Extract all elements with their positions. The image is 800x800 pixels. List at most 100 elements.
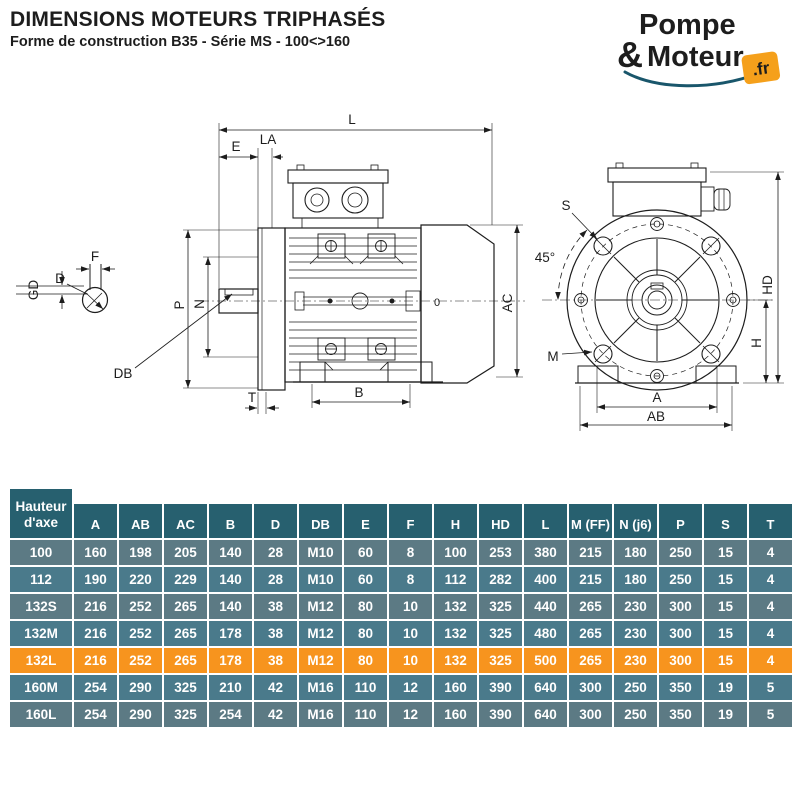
- cell: 80: [344, 594, 387, 619]
- cell: 250: [614, 702, 657, 727]
- cell: 140: [209, 567, 252, 592]
- column-header: P: [659, 489, 702, 538]
- cell: 300: [659, 594, 702, 619]
- front-view: [542, 162, 784, 431]
- cell: 265: [569, 648, 612, 673]
- cell: 254: [74, 702, 117, 727]
- cell: 250: [659, 567, 702, 592]
- cell: 42: [254, 702, 297, 727]
- cell: 216: [74, 621, 117, 646]
- dim-label-m: M: [547, 349, 558, 364]
- column-header-axe: Hauteur d'axe: [10, 489, 72, 538]
- brand-logo[interactable]: Pompe & Moteur .fr: [595, 4, 795, 92]
- cell: 38: [254, 621, 297, 646]
- cell: 15: [704, 648, 747, 673]
- dim-label-e: E: [231, 139, 240, 154]
- side-view: [134, 123, 525, 414]
- cell: 300: [569, 675, 612, 700]
- cell: 42: [254, 675, 297, 700]
- logo-fr-badge: .fr: [741, 51, 781, 85]
- dim-label-h: H: [749, 338, 764, 348]
- cell: 178: [209, 648, 252, 673]
- column-header: DB: [299, 489, 342, 538]
- cell: 350: [659, 675, 702, 700]
- cell: 80: [344, 648, 387, 673]
- cell: 380: [524, 540, 567, 565]
- page-title: DIMENSIONS MOTEURS TRIPHASÉS: [10, 8, 386, 31]
- cell: 253: [479, 540, 522, 565]
- cell: 60: [344, 540, 387, 565]
- cell: 12: [389, 675, 432, 700]
- dim-label-ac: AC: [500, 293, 515, 312]
- cell: 265: [569, 594, 612, 619]
- row-label: 100: [10, 540, 72, 565]
- cell: 160: [74, 540, 117, 565]
- cell: 8: [389, 567, 432, 592]
- cell: 250: [659, 540, 702, 565]
- cell: M12: [299, 621, 342, 646]
- column-header: B: [209, 489, 252, 538]
- row-label: 132M: [10, 621, 72, 646]
- dim-label-45deg: 45°: [535, 250, 555, 265]
- cell: 220: [119, 567, 162, 592]
- page-subtitle: Forme de construction B35 - Série MS - 1…: [10, 34, 351, 50]
- cell: 265: [164, 621, 207, 646]
- cell: 440: [524, 594, 567, 619]
- cell: 15: [704, 621, 747, 646]
- cell: 325: [164, 702, 207, 727]
- column-header: T: [749, 489, 792, 538]
- cell: 325: [479, 594, 522, 619]
- cell: 325: [479, 648, 522, 673]
- cell: 4: [749, 621, 792, 646]
- cell: 10: [389, 621, 432, 646]
- column-header: M (FF): [569, 489, 612, 538]
- cell: 132: [434, 594, 477, 619]
- cell: M16: [299, 675, 342, 700]
- cell: 12: [389, 702, 432, 727]
- row-label: 132L: [10, 648, 72, 673]
- column-header: HD: [479, 489, 522, 538]
- cell: 210: [209, 675, 252, 700]
- cell: 350: [659, 702, 702, 727]
- cell: 390: [479, 702, 522, 727]
- logo-word-moteur: Moteur: [647, 41, 744, 73]
- cell: 140: [209, 540, 252, 565]
- cell: 15: [704, 540, 747, 565]
- cell: 8: [389, 540, 432, 565]
- cell: 325: [479, 621, 522, 646]
- cell: 254: [209, 702, 252, 727]
- cell: 300: [659, 648, 702, 673]
- cell: M10: [299, 540, 342, 565]
- cell: 4: [749, 567, 792, 592]
- cell: 230: [614, 594, 657, 619]
- row-label: 112: [10, 567, 72, 592]
- row-label: 160L: [10, 702, 72, 727]
- cell: 198: [119, 540, 162, 565]
- cell: 290: [119, 702, 162, 727]
- cell: 229: [164, 567, 207, 592]
- cell: 19: [704, 702, 747, 727]
- cell: 252: [119, 621, 162, 646]
- dim-label-p: P: [172, 300, 187, 309]
- cell: 38: [254, 594, 297, 619]
- shaft-section-view: [16, 264, 115, 314]
- cell: 215: [569, 567, 612, 592]
- cell: 640: [524, 675, 567, 700]
- cell: 60: [344, 567, 387, 592]
- cell: 216: [74, 594, 117, 619]
- cell: M16: [299, 702, 342, 727]
- motor-drawing-svg: F D GD DB: [16, 112, 784, 431]
- cell: 190: [74, 567, 117, 592]
- column-header: L: [524, 489, 567, 538]
- brand-logo-graphic: Pompe & Moteur .fr: [617, 9, 781, 88]
- column-header: AC: [164, 489, 207, 538]
- cell: 132: [434, 648, 477, 673]
- cell: 110: [344, 702, 387, 727]
- cell: 480: [524, 621, 567, 646]
- column-header: D: [254, 489, 297, 538]
